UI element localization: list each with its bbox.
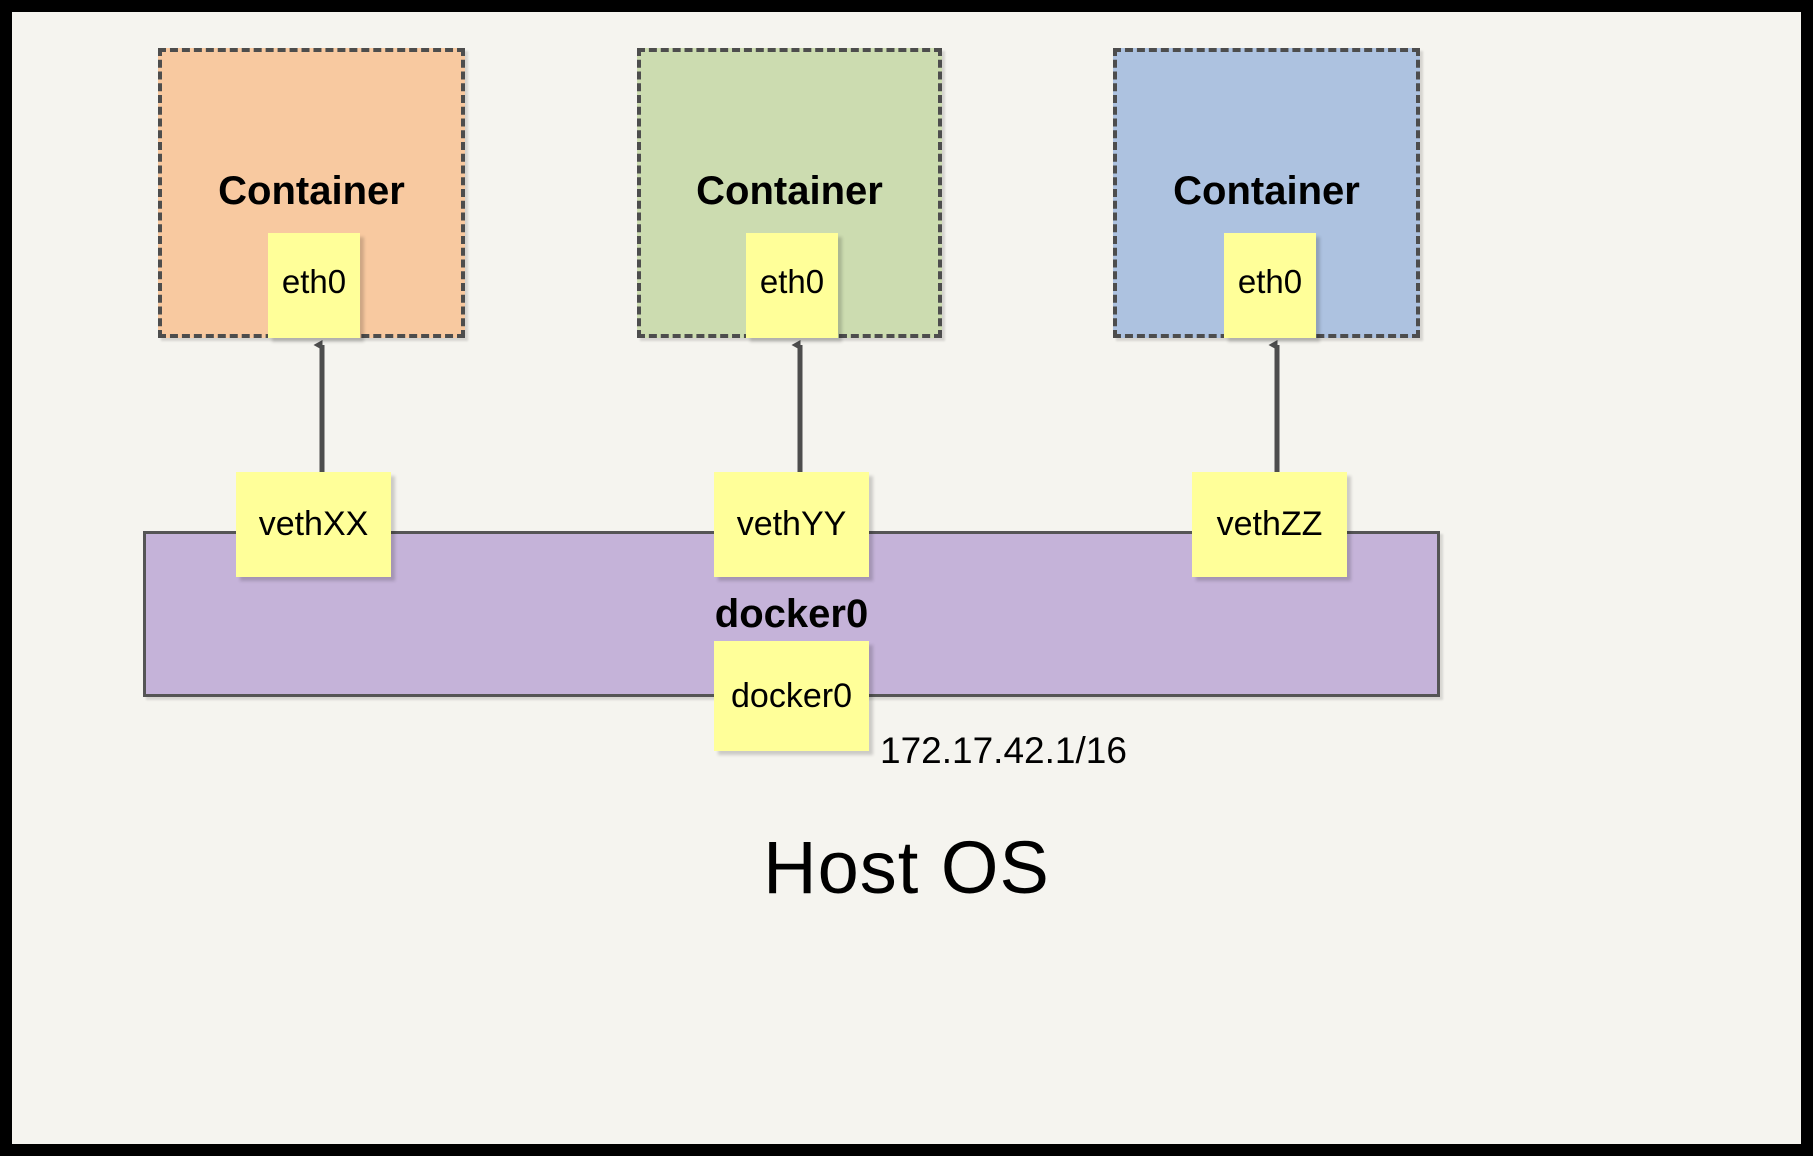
host-os-label: Host OS (763, 826, 1050, 909)
arrow-container-1-to-veth (313, 340, 331, 489)
container-label-2: Container (696, 169, 883, 213)
arrow-container-3-to-veth (1268, 340, 1286, 489)
container-label-3: Container (1173, 169, 1360, 213)
veth-box-3: vethZZ (1192, 472, 1347, 577)
eth0-box-3: eth0 (1224, 233, 1316, 338)
veth-box-1: vethXX (236, 472, 391, 577)
eth0-box-2: eth0 (746, 233, 838, 338)
docker0-bar-label: docker0 (714, 592, 869, 636)
container-label-1: Container (218, 169, 405, 213)
docker0-ip-label: 172.17.42.1/16 (880, 730, 1127, 771)
docker0-endpoint-box: docker0 (714, 641, 869, 751)
eth0-box-1: eth0 (268, 233, 360, 338)
veth-box-2: vethYY (714, 472, 869, 577)
arrow-container-2-to-veth (791, 340, 809, 489)
